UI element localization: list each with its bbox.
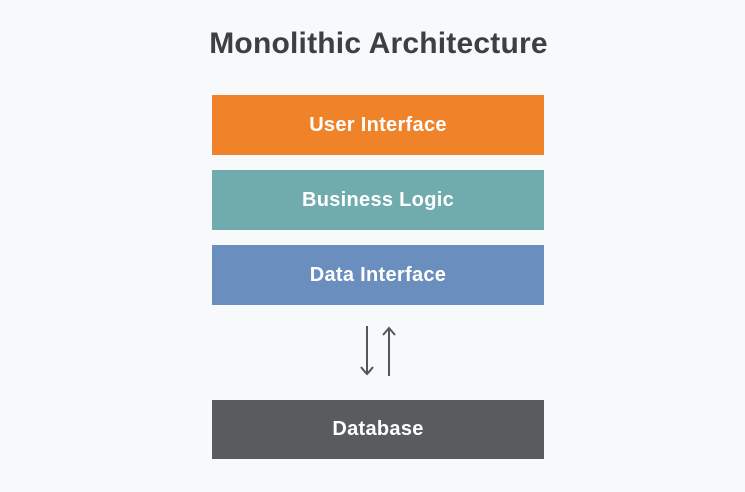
layer-data-interface: Data Interface — [212, 245, 544, 305]
layer-business-logic-label: Business Logic — [301, 188, 454, 211]
page-title: Monolithic Architecture — [209, 27, 548, 60]
layer-user-interface-label: User Interface — [309, 113, 447, 136]
layer-user-interface: User Interface — [212, 95, 544, 155]
layer-database: Database — [212, 400, 544, 459]
layer-data-interface-label: Data Interface — [309, 263, 447, 286]
up-down-arrows-icon — [356, 323, 400, 379]
layer-business-logic: Business Logic — [212, 170, 544, 230]
layer-database-label: Database — [332, 418, 424, 440]
